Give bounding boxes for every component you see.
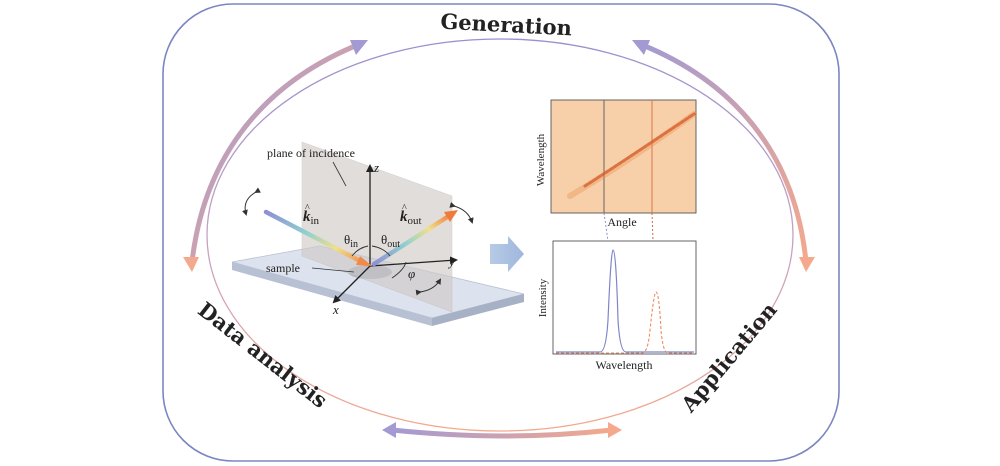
z-axis-label: z — [373, 160, 379, 175]
k-out-hat-icon: ^ — [402, 203, 407, 214]
rotate-phi-icon — [415, 278, 442, 296]
y-axis — [369, 256, 458, 267]
x-axis — [332, 265, 371, 304]
cycle-arrow-bottom — [382, 422, 622, 439]
k-out-label: kout — [400, 209, 422, 227]
spectrum-peak-solid — [556, 249, 694, 353]
heatmap-frame — [550, 99, 697, 214]
data-analysis-label: Data analysis — [193, 297, 332, 413]
spectrum-frame — [552, 240, 697, 355]
heatmap-band — [567, 111, 697, 199]
theta-in-arc — [351, 245, 369, 257]
heatmap-ylabel: Wavelength — [535, 133, 547, 186]
plane-leader — [332, 161, 347, 187]
spectrum-peak-dashed — [556, 291, 694, 354]
outer-frame — [162, 3, 840, 462]
heatmap-panel: Wavelength Angle — [535, 99, 697, 229]
cycle-ring — [206, 38, 794, 432]
theta-in-label: θin — [344, 232, 358, 250]
setup-illustration: plane of incidence sample z y x kin ^ ko… — [231, 141, 525, 326]
spectrum-xlabel: Wavelength — [595, 358, 652, 372]
platform-front — [232, 262, 432, 326]
spectrum-ylabel: Intensity — [537, 278, 549, 317]
theta-out-label: θout — [381, 232, 400, 250]
rotate-out-icon — [449, 202, 474, 224]
sample-label: sample — [266, 261, 300, 275]
theta-out-arc — [371, 245, 391, 257]
plane-of-incidence — [301, 141, 453, 313]
outgoing-beam — [371, 211, 455, 267]
phi-arc — [391, 261, 407, 279]
platform-side — [432, 294, 524, 326]
phi-label: φ — [408, 266, 415, 281]
cycle-arrow-top-left — [183, 40, 368, 272]
generation-label: Generation — [440, 9, 573, 41]
x-axis-label: x — [332, 302, 339, 317]
k-in-hat-icon: ^ — [305, 203, 310, 214]
plane-label: plane of incidence — [267, 146, 355, 160]
cycle-arrow-top-right — [632, 40, 815, 272]
rotate-in-icon — [242, 187, 261, 216]
k-in-label: kin — [303, 209, 320, 227]
heatmap-xlabel: Angle — [607, 215, 636, 229]
y-axis-label: y — [447, 254, 455, 269]
incident-beam — [263, 209, 369, 267]
sample-leader — [311, 267, 355, 273]
transition-arrow-icon — [490, 236, 524, 272]
spectrum-panel: Intensity Wavelength — [537, 240, 697, 372]
